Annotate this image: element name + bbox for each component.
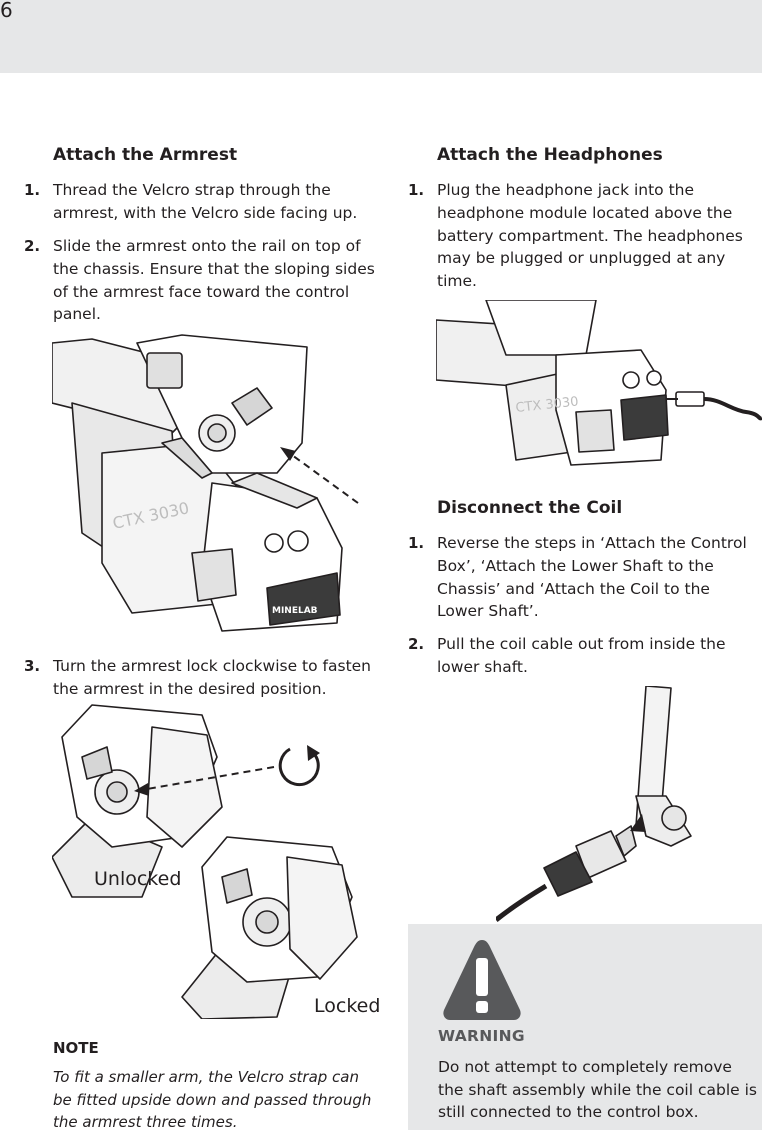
armrest-step-3-number: 3. — [24, 657, 41, 675]
note-title: NOTE — [53, 1039, 99, 1057]
warning-text: Do not attempt to completely remove the … — [438, 1058, 757, 1121]
headphone-jack-illustration: CTX 3030 — [436, 300, 762, 466]
coil-step-1-number: 1. — [408, 534, 425, 552]
coil-step-2-number: 2. — [408, 635, 425, 653]
locked-label: Locked — [314, 995, 380, 1017]
armrest-rail-illustration: MINELAB CTX 3030 — [52, 334, 359, 632]
ctx-product-label-small: CTX 3030 — [515, 394, 579, 416]
coil-cable-illustration — [496, 686, 692, 922]
unlocked-label: Unlocked — [94, 868, 181, 890]
warning-label: WARNING — [438, 1027, 525, 1045]
page-number: 6 — [0, 0, 13, 22]
armrest-step-3-text: Turn the armrest lock clockwise to faste… — [53, 657, 371, 698]
armrest-lock-illustration: Unlocked Locked — [52, 704, 380, 1019]
header-band — [0, 0, 762, 73]
headphones-step-1-text: Plug the headphone jack into the headpho… — [437, 181, 743, 291]
armrest-step-2-number: 2. — [24, 237, 41, 255]
armrest-heading: Attach the Armrest — [53, 145, 238, 165]
warning-box: WARNING Do not attempt to completely rem… — [408, 924, 762, 1130]
armrest-step-1-text: Thread the Velcro strap through the armr… — [53, 181, 358, 222]
note-body: To fit a smaller arm, the Velcro strap c… — [53, 1068, 372, 1130]
headphones-step-1-number: 1. — [408, 181, 425, 199]
clockwise-arrow-icon — [278, 745, 320, 787]
headphones-heading: Attach the Headphones — [437, 145, 663, 165]
minelab-logo-text: MINELAB — [272, 606, 318, 616]
coil-step-2-text: Pull the coil cable out from inside the … — [437, 635, 726, 676]
coil-heading: Disconnect the Coil — [437, 498, 623, 518]
armrest-step-1-number: 1. — [24, 181, 41, 199]
armrest-step-2-text: Slide the armrest onto the rail on top o… — [53, 237, 375, 324]
coil-step-1-text: Reverse the steps in ‘Attach the Control… — [437, 534, 747, 621]
warning-icon — [443, 940, 521, 1020]
